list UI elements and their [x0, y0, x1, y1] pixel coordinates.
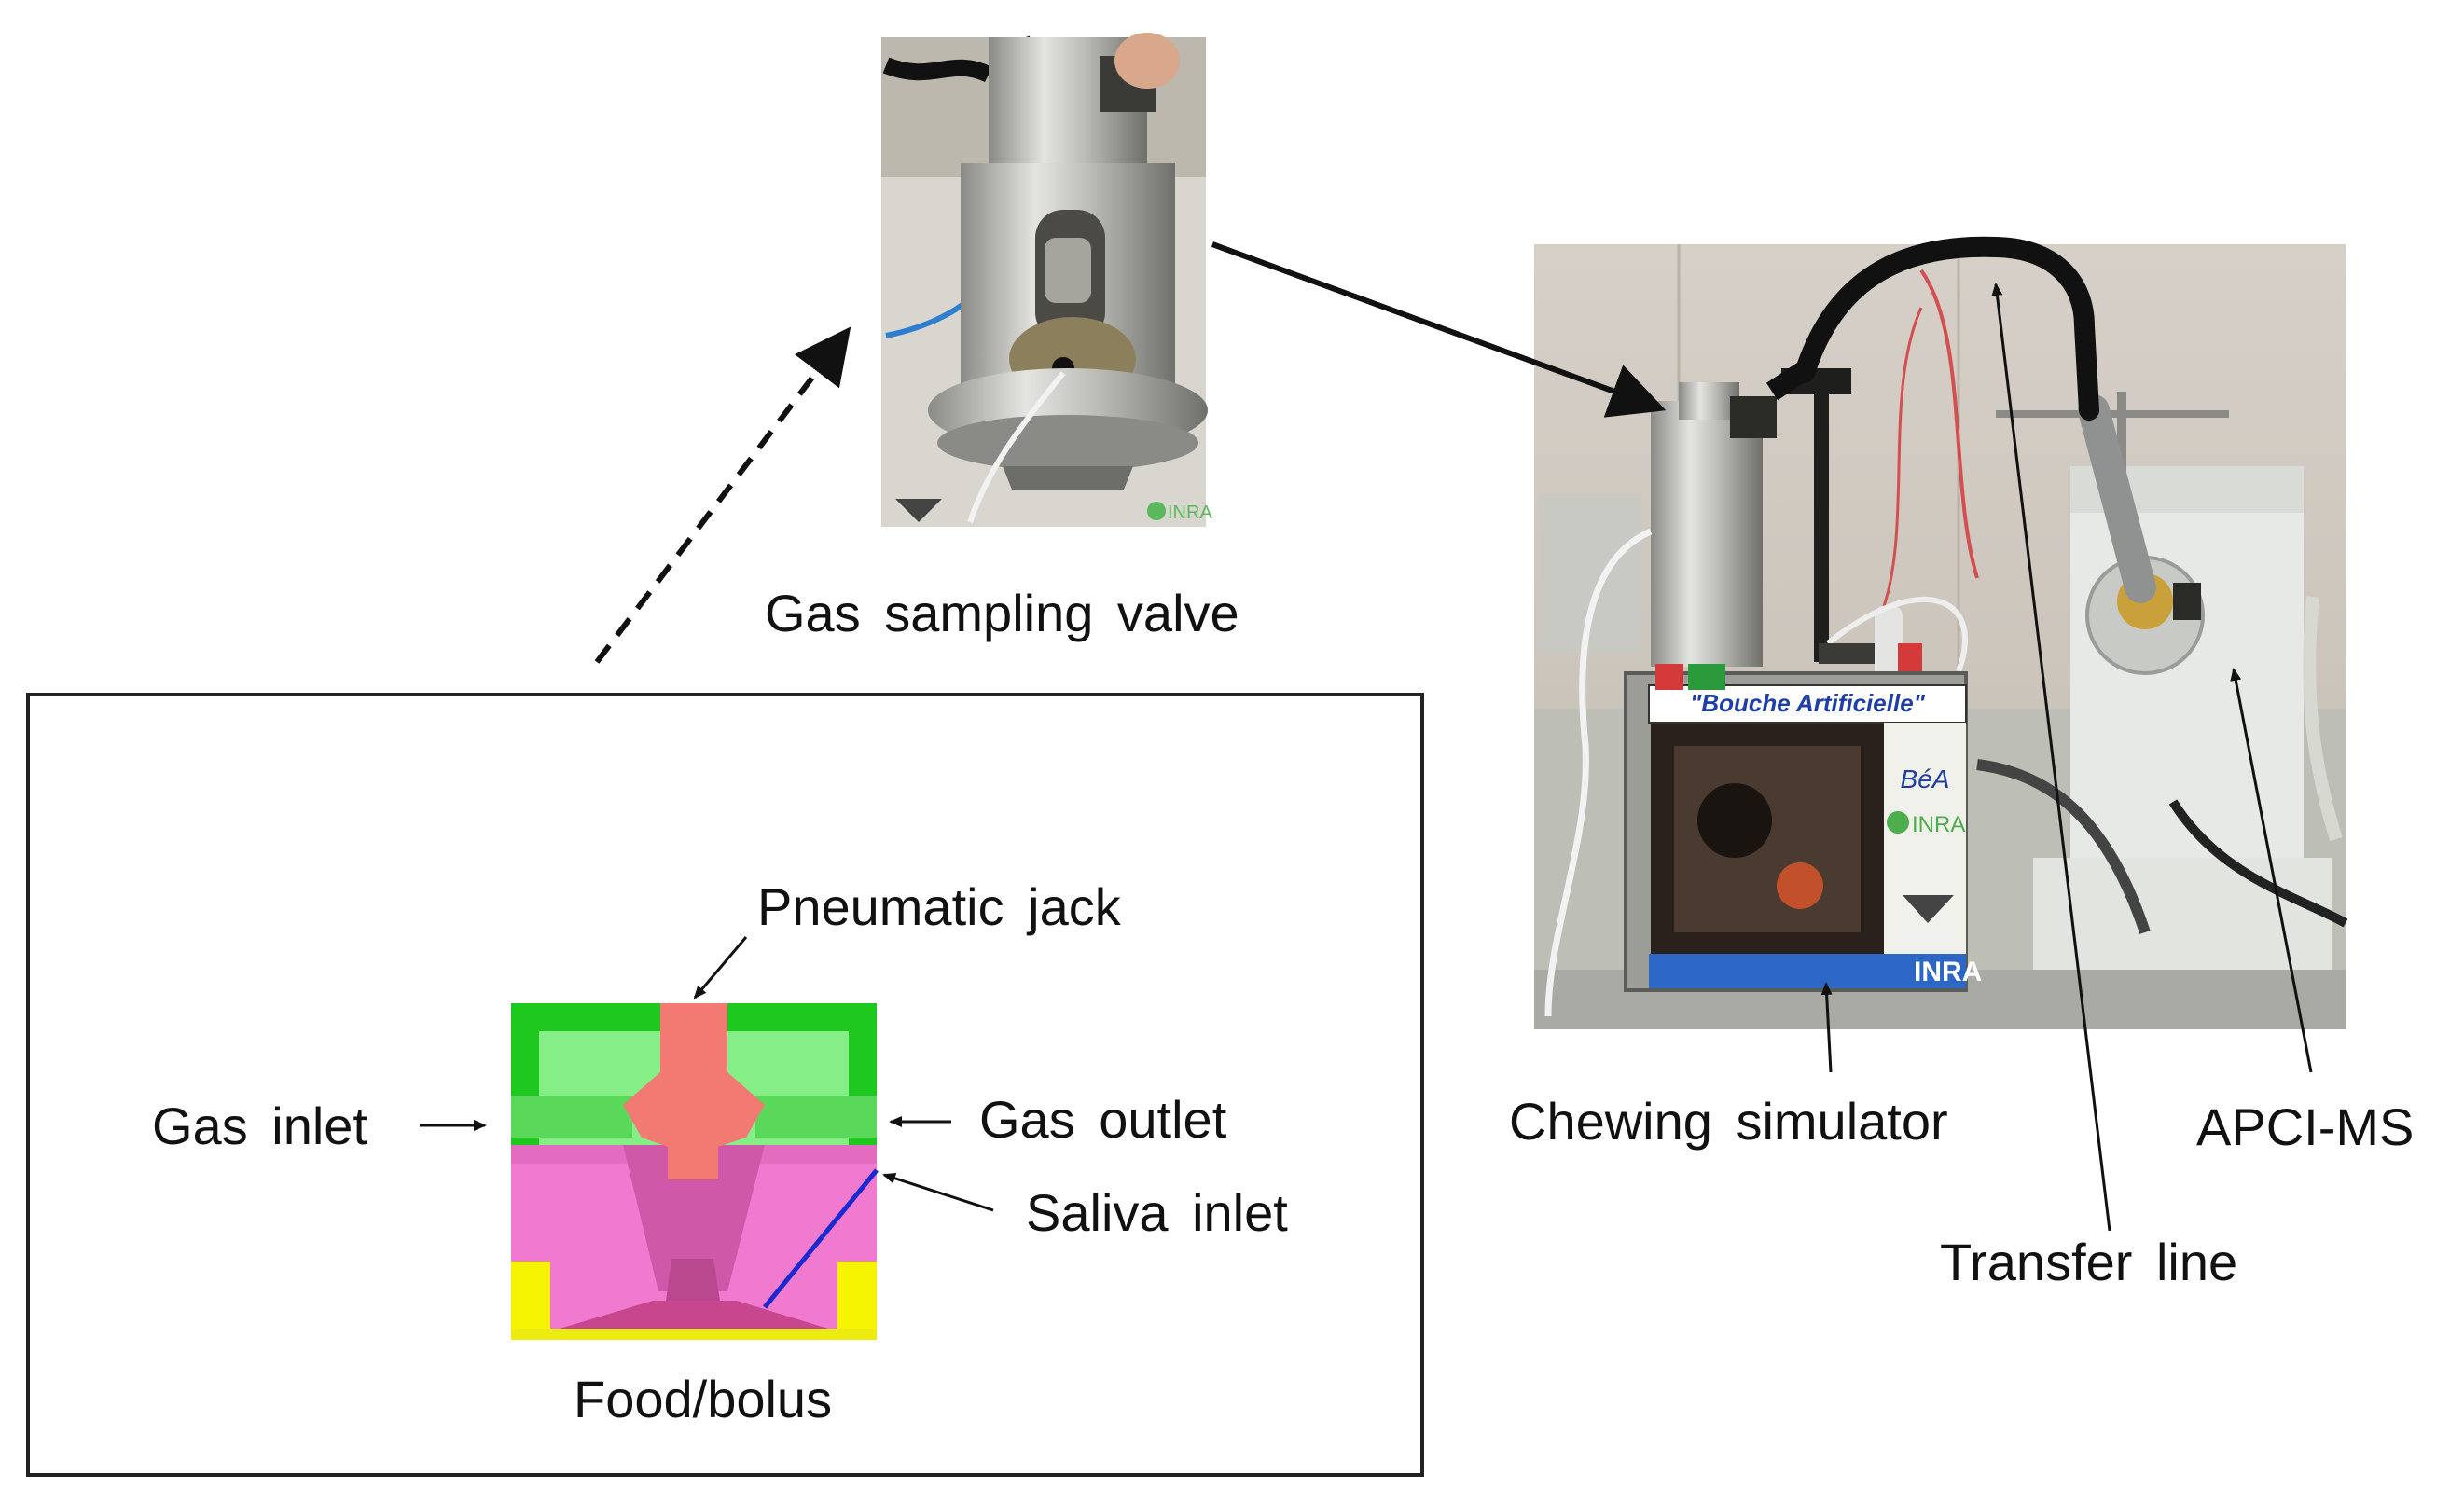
transfer-line-arrow [1991, 283, 2111, 1232]
saliva-inlet-arrow [882, 1173, 994, 1212]
dashed-link-arrow [594, 326, 851, 664]
saliva-inlet-label: Saliva inlet [1026, 1183, 1288, 1242]
pneumatic-jack-arrow [693, 936, 748, 1000]
inset-frame [26, 693, 1424, 1477]
transfer-line-label: Transfer line [1940, 1233, 2237, 1291]
apparatus-photo: "Bouche Artificielle" BéA INRA INRA [1534, 236, 2348, 1029]
saliva-channel-line [763, 1168, 879, 1309]
gas-sampling-valve-photo: INRA [881, 33, 1212, 527]
inra-green-sign: INRA [1912, 812, 1965, 837]
valve-to-apparatus-arrow [1211, 241, 1667, 418]
gas-outlet-label: Gas outlet [979, 1090, 1227, 1149]
pneumatic-jack-label: Pneumatic jack [757, 877, 1122, 936]
box-title-sign: "Bouche Artificielle" [1690, 689, 1926, 717]
pneumatic-jack-shape [623, 1003, 765, 1179]
food-bolus-label: Food/bolus [574, 1370, 832, 1428]
apci-ms-label: APCI-MS [2196, 1097, 2414, 1156]
svg-text:INRA: INRA [1168, 503, 1212, 523]
gas-inlet-label: Gas inlet [152, 1096, 367, 1155]
box-logo-sign: BéA [1901, 765, 1950, 793]
valve-cross-section [511, 1003, 879, 1340]
chewing-simulator-label: Chewing simulator [1509, 1092, 1948, 1151]
inra-blue-sign: INRA [1914, 957, 1982, 987]
gas-sampling-valve-label: Gas sampling valve [765, 584, 1239, 642]
apci-ms-arrow [2230, 668, 2313, 1073]
chewing-simulator-arrow [1820, 982, 1833, 1073]
